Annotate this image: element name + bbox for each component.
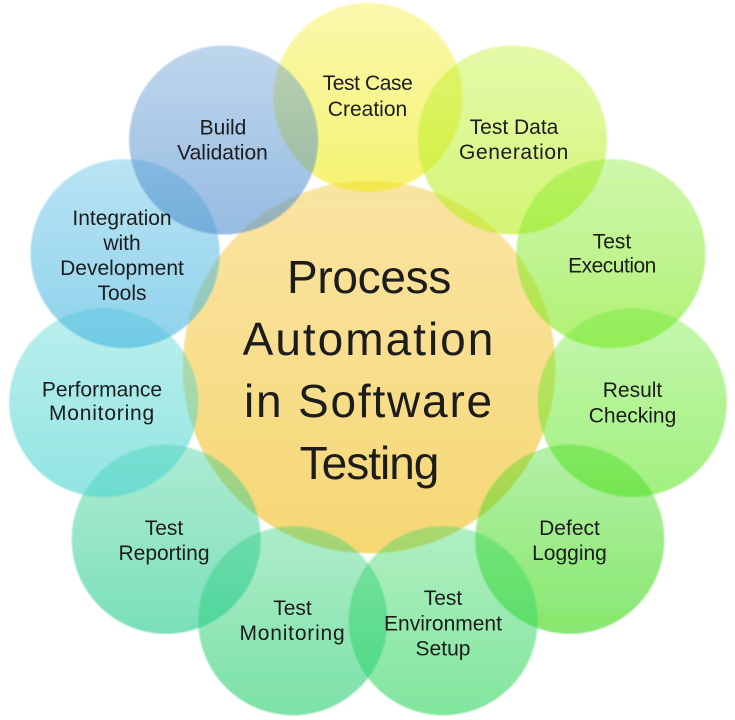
svg-text:Test: Test	[145, 517, 184, 540]
svg-text:Logging: Logging	[532, 542, 607, 565]
svg-text:Generation: Generation	[459, 141, 569, 164]
svg-text:Automation: Automation	[243, 313, 496, 365]
svg-text:Environment: Environment	[384, 613, 502, 636]
svg-text:Validation: Validation	[177, 142, 268, 165]
svg-text:Setup: Setup	[416, 638, 471, 661]
svg-text:Test Data: Test Data	[470, 116, 559, 139]
svg-text:Execution: Execution	[568, 255, 656, 278]
svg-text:Development: Development	[60, 257, 184, 280]
svg-text:Defect: Defect	[539, 517, 600, 540]
svg-text:Test: Test	[424, 587, 463, 610]
svg-text:Reporting: Reporting	[118, 542, 209, 565]
svg-text:Monitoring: Monitoring	[239, 622, 345, 645]
svg-text:Checking: Checking	[589, 404, 677, 427]
svg-text:Integration: Integration	[72, 207, 171, 230]
svg-text:Result: Result	[603, 379, 663, 402]
svg-text:Tools: Tools	[97, 282, 146, 305]
svg-text:Build: Build	[200, 117, 247, 140]
svg-text:Test: Test	[593, 231, 632, 254]
svg-text:with: with	[102, 232, 140, 255]
svg-text:Testing: Testing	[300, 437, 439, 489]
svg-text:Performance: Performance	[42, 379, 162, 402]
svg-text:Creation: Creation	[328, 98, 407, 121]
svg-text:Test: Test	[273, 597, 312, 620]
svg-text:in Software: in Software	[244, 375, 494, 427]
svg-text:Test Case: Test Case	[323, 72, 413, 95]
svg-text:Monitoring: Monitoring	[49, 402, 155, 425]
svg-text:Process: Process	[287, 251, 451, 303]
